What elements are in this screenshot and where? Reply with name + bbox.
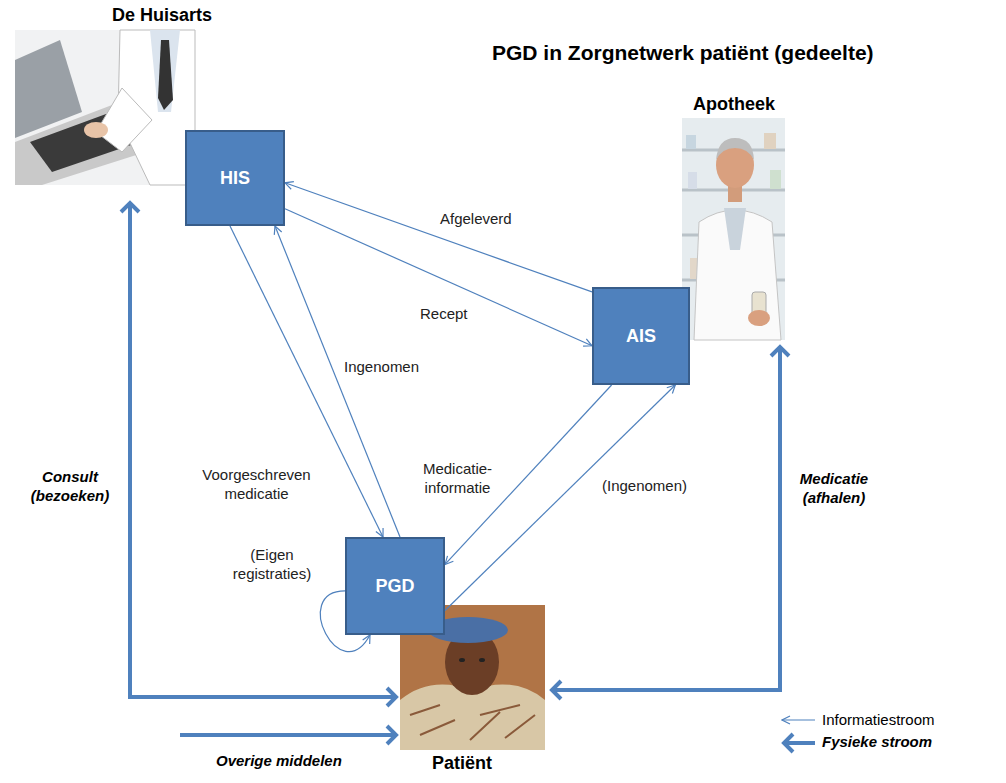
information-flow [445,385,675,611]
system-box: HIS [185,130,285,226]
system-box: AIS [592,287,690,385]
pharmacist-hand [748,310,770,326]
flow-label: (Eigen registraties) [222,546,322,584]
legend-thick-arrow [784,741,815,745]
doctor-shirt [150,30,180,112]
pharmacist-shirt [724,208,746,250]
system-name: PGD [375,576,414,597]
system-box: PGD [345,537,445,635]
blanket-pattern [410,705,535,740]
flow-label: Medicatie-informatie [413,460,502,498]
physical-flow-arrow [180,733,396,737]
system-name: HIS [220,168,250,189]
legend-thin-arrow [782,719,815,720]
flow-label: Voorgeschreven medicatie [192,466,321,504]
pharmacist-illustration [682,118,785,340]
doctor-illustration [15,30,195,185]
pharmacist-hair [716,138,754,160]
flow-label: Ingenomen [342,358,421,377]
physical-flow-arrow [552,347,780,690]
patient-eye [479,658,485,662]
doctor-background [15,30,195,185]
diagram-title: PGD in Zorgnetwerk patiënt (gedeelte) [492,40,874,66]
flow-label: Afgeleverd [438,210,514,229]
actor-label: Overige middelen [216,752,342,771]
actor-label: Consult (bezoeken) [22,468,118,506]
medicine-box [688,172,697,189]
actor-label: De Huisarts [112,4,212,27]
legend-text: Fysieke stroom [822,733,932,752]
medicine-box [764,133,776,149]
actor-label: Apotheek [693,93,775,116]
information-flow [285,183,592,292]
system-name: AIS [626,326,656,347]
information-flow [285,209,592,346]
actor-label: Medicatie (afhalen) [790,470,878,508]
legend-text: Informatiestroom [822,711,935,730]
medicine-box [770,170,781,189]
actor-label: Patiënt [432,752,492,775]
doctor-hand [84,122,108,138]
flow-label: Recept [418,305,470,324]
doctor-sleeve [96,88,152,152]
pharmacy-background [682,118,785,340]
flow-label: (Ingenomen) [600,477,689,496]
patient-eye [459,658,465,662]
doctor-tie [158,40,173,110]
medicine-box [686,135,696,149]
